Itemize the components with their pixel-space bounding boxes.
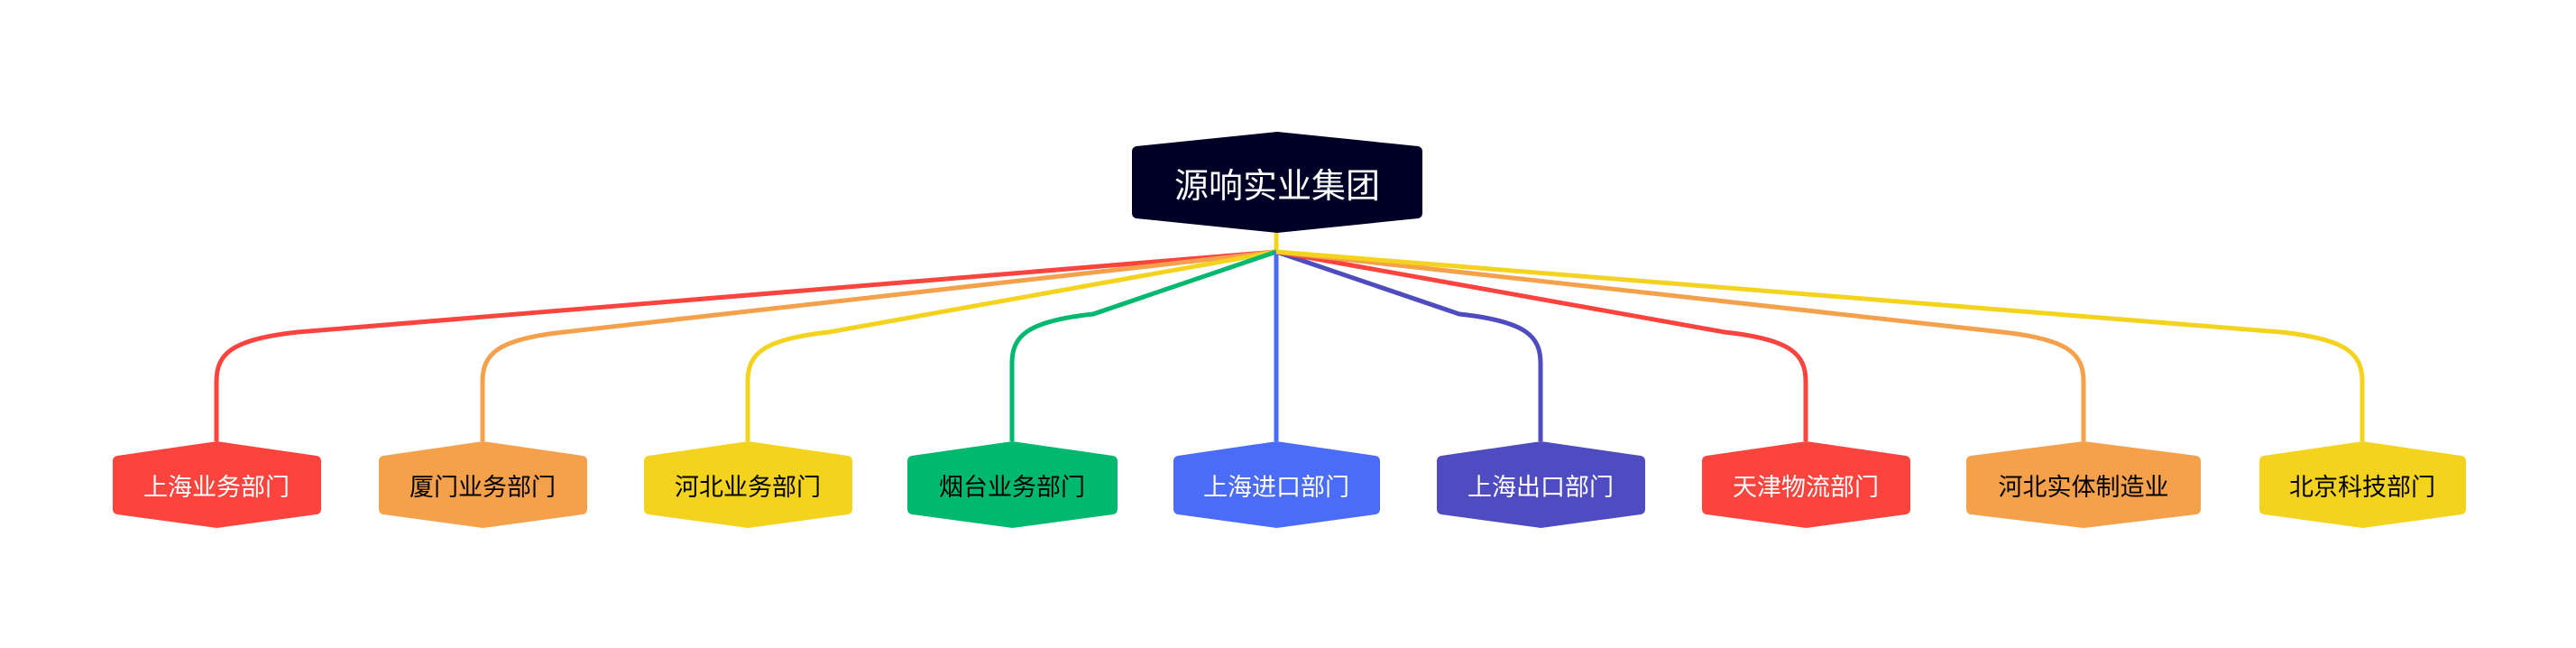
child-node[interactable]: 北京科技部门 <box>2258 441 2468 528</box>
connector-line <box>1009 249 1277 441</box>
connector-line <box>214 249 1277 441</box>
child-node-label: 天津物流部门 <box>1733 473 1879 502</box>
child-node-label: 厦门业务部门 <box>409 473 556 502</box>
child-node-label: 北京科技部门 <box>2289 473 2435 502</box>
child-node-shape <box>1436 441 1645 528</box>
connector-line <box>1275 249 2365 441</box>
child-node[interactable]: 上海出口部门 <box>1435 441 1647 528</box>
connector-line <box>480 249 1277 441</box>
child-node-shape <box>1701 441 1910 528</box>
child-node-shape <box>643 441 852 528</box>
connector-line <box>1275 249 2086 441</box>
root-node[interactable]: 源响实业集团 <box>1128 132 1426 233</box>
child-node[interactable]: 上海业务部门 <box>111 441 323 528</box>
root-node-label: 源响实业集团 <box>1173 165 1380 206</box>
child-node-label: 上海出口部门 <box>1467 473 1614 502</box>
child-node-shape <box>378 441 587 528</box>
child-node[interactable]: 天津物流部门 <box>1700 441 1912 528</box>
child-node-label: 河北业务部门 <box>675 473 821 502</box>
connector-line <box>1275 249 1543 441</box>
root-node-shape <box>1132 132 1422 233</box>
child-node[interactable]: 烟台业务部门 <box>906 441 1119 528</box>
child-node-label: 烟台业务部门 <box>939 473 1085 502</box>
child-node-shape <box>906 441 1118 528</box>
child-node-shape <box>112 441 321 528</box>
child-node-shape <box>1966 441 2201 528</box>
child-node[interactable]: 上海进口部门 <box>1172 441 1382 528</box>
child-node-shape <box>2259 441 2466 528</box>
connector-line <box>745 249 1277 441</box>
child-node[interactable]: 河北业务部门 <box>642 441 854 528</box>
child-node-shape <box>1173 441 1380 528</box>
child-node-label: 河北实体制造业 <box>1998 473 2169 502</box>
child-node-label: 上海业务部门 <box>143 473 290 502</box>
child-node-label: 上海进口部门 <box>1203 473 1349 502</box>
child-node[interactable]: 河北实体制造业 <box>1964 441 2203 528</box>
connector-line <box>1275 249 1808 441</box>
child-node[interactable]: 厦门业务部门 <box>377 441 589 528</box>
